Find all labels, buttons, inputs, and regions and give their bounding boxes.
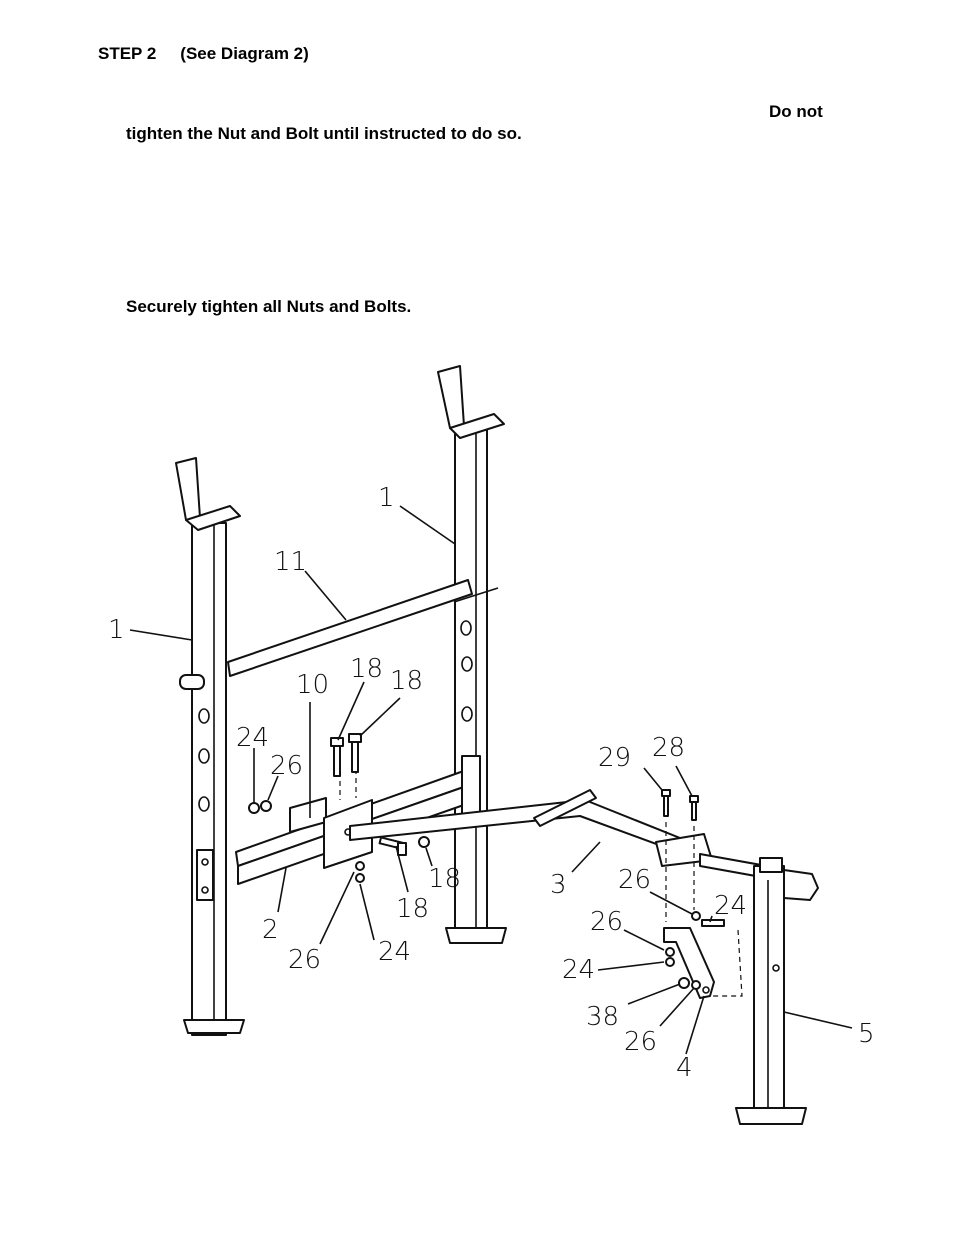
label-leg-tube: 3 xyxy=(550,870,567,900)
instruction-secure: Securely tighten all Nuts and Bolts. xyxy=(126,297,412,316)
brace xyxy=(663,927,715,999)
label-bolt-28: 28 xyxy=(652,733,685,763)
label-washer-right-b: 26 xyxy=(590,907,623,937)
label-bolt-a: 18 xyxy=(350,654,383,684)
label-nut-bottom: 24 xyxy=(378,937,411,967)
label-bolt-d: 18 xyxy=(396,894,429,924)
right-upright xyxy=(437,365,507,944)
label-nut-right-b: 24 xyxy=(562,955,595,985)
label-bolt-c: 18 xyxy=(428,864,461,894)
bracket xyxy=(289,797,373,869)
label-base-rail: 2 xyxy=(262,915,279,945)
label-bracket: 10 xyxy=(296,670,329,700)
label-washer-left: 26 xyxy=(270,751,303,781)
diagram-reference: (See Diagram 2) xyxy=(180,44,309,63)
label-brace: 4 xyxy=(676,1053,693,1083)
label-upright-right: 1 xyxy=(378,483,395,513)
rear-leg xyxy=(735,857,819,1125)
label-bolt-38: 38 xyxy=(586,1002,619,1032)
label-crossbar: 11 xyxy=(274,547,307,577)
label-washer-bottom: 26 xyxy=(288,945,321,975)
label-bolt-b: 18 xyxy=(390,666,423,696)
label-nut-right-a: 24 xyxy=(714,891,747,921)
step-number: STEP 2 xyxy=(98,44,157,63)
label-rear-leg: 5 xyxy=(858,1019,875,1049)
crossbar xyxy=(179,579,499,690)
instruction-tighten: tighten the Nut and Bolt until instructe… xyxy=(126,124,522,143)
hardware xyxy=(248,733,725,990)
label-nut-left: 24 xyxy=(236,723,269,753)
left-upright xyxy=(175,457,245,1036)
label-bolt-29: 29 xyxy=(598,743,631,773)
instruction-do-not: Do not xyxy=(769,102,823,121)
label-upright-left: 1 xyxy=(108,615,125,645)
step-heading: STEP 2 (See Diagram 2) xyxy=(98,44,309,64)
label-washer-right-a: 26 xyxy=(618,865,651,895)
label-washer-right-c: 26 xyxy=(624,1027,657,1057)
leader-lines xyxy=(129,505,853,1055)
